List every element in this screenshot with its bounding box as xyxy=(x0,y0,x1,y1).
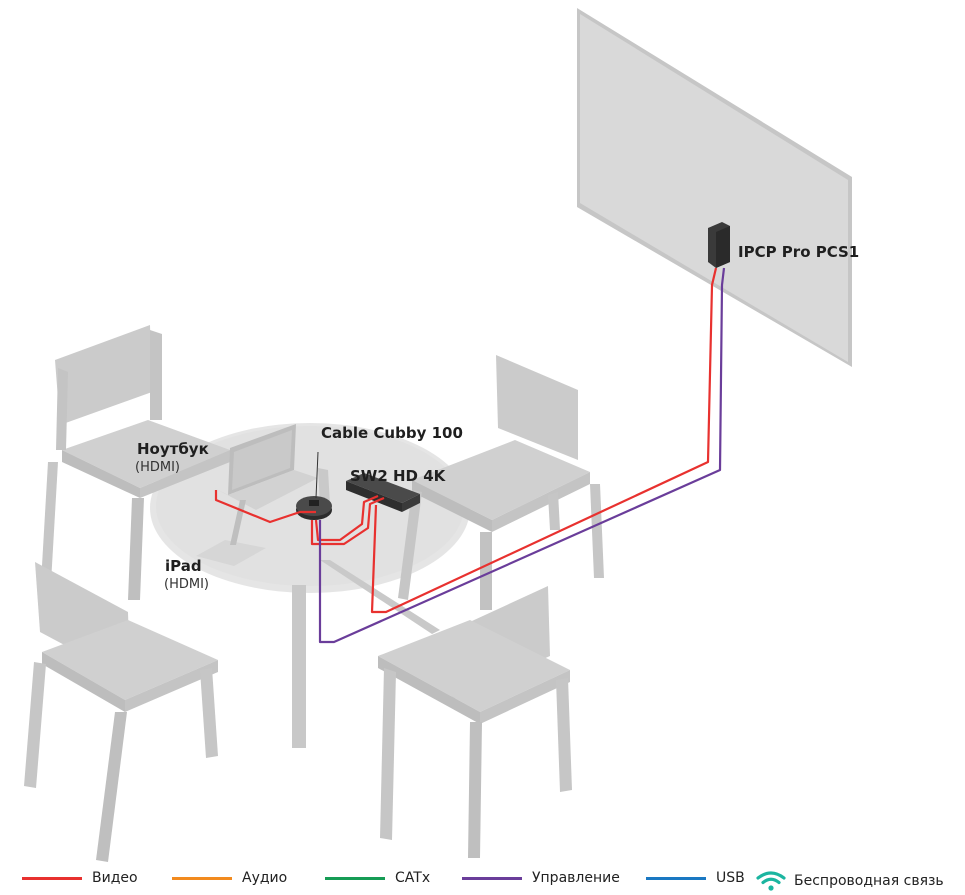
legend-item-catx: CATx xyxy=(325,870,430,886)
legend: Видео Аудио CATx Управление USB Беспрово… xyxy=(0,868,965,895)
legend-line-catx xyxy=(325,876,385,880)
cable-control-ipcp xyxy=(318,267,726,644)
legend-item-usb: USB xyxy=(646,870,745,886)
legend-line-video xyxy=(22,876,82,880)
chair-front-left xyxy=(24,562,218,862)
legend-label-wireless: Беспроводная связь xyxy=(794,873,944,889)
cables xyxy=(214,267,726,644)
chair-back-right xyxy=(398,355,604,610)
cable-video-cubby-switcher xyxy=(314,494,379,542)
label-ipad: iPad xyxy=(165,557,202,575)
chair-front-right xyxy=(378,586,572,858)
legend-item-video: Видео xyxy=(22,870,138,886)
chair-back-left xyxy=(40,325,230,600)
cable-video-cubby-switcher-2 xyxy=(310,496,385,546)
label-laptop-connection: (HDMI) xyxy=(135,460,180,475)
legend-item-audio: Аудио xyxy=(172,870,287,886)
switcher-device xyxy=(346,473,420,512)
wifi-icon xyxy=(756,871,786,891)
cable-cubby-device xyxy=(296,496,332,520)
legend-label-audio: Аудио xyxy=(242,870,288,886)
display-screen xyxy=(577,8,852,367)
legend-item-control: Управление xyxy=(462,870,620,886)
legend-label-control: Управление xyxy=(532,870,620,886)
cubby-leader-line xyxy=(315,451,319,499)
ipcp-device xyxy=(708,222,730,268)
legend-line-usb xyxy=(646,876,706,880)
legend-line-audio xyxy=(172,876,232,880)
legend-item-wireless: Беспроводная связь xyxy=(756,870,944,892)
cable-video-laptop xyxy=(214,490,316,524)
label-ipad-connection: (HDMI) xyxy=(164,577,209,592)
cable-video-switcher-display xyxy=(370,267,718,614)
legend-line-control xyxy=(462,876,522,880)
legend-label-catx: CATx xyxy=(395,870,431,886)
legend-label-video: Видео xyxy=(92,870,138,886)
legend-label-usb: USB xyxy=(716,870,745,886)
label-switcher: SW2 HD 4K xyxy=(350,467,446,485)
label-ipcp: IPCP Pro PCS1 xyxy=(738,243,860,261)
label-laptop: Ноутбук xyxy=(137,440,209,458)
label-cable-cubby: Cable Cubby 100 xyxy=(321,424,463,442)
